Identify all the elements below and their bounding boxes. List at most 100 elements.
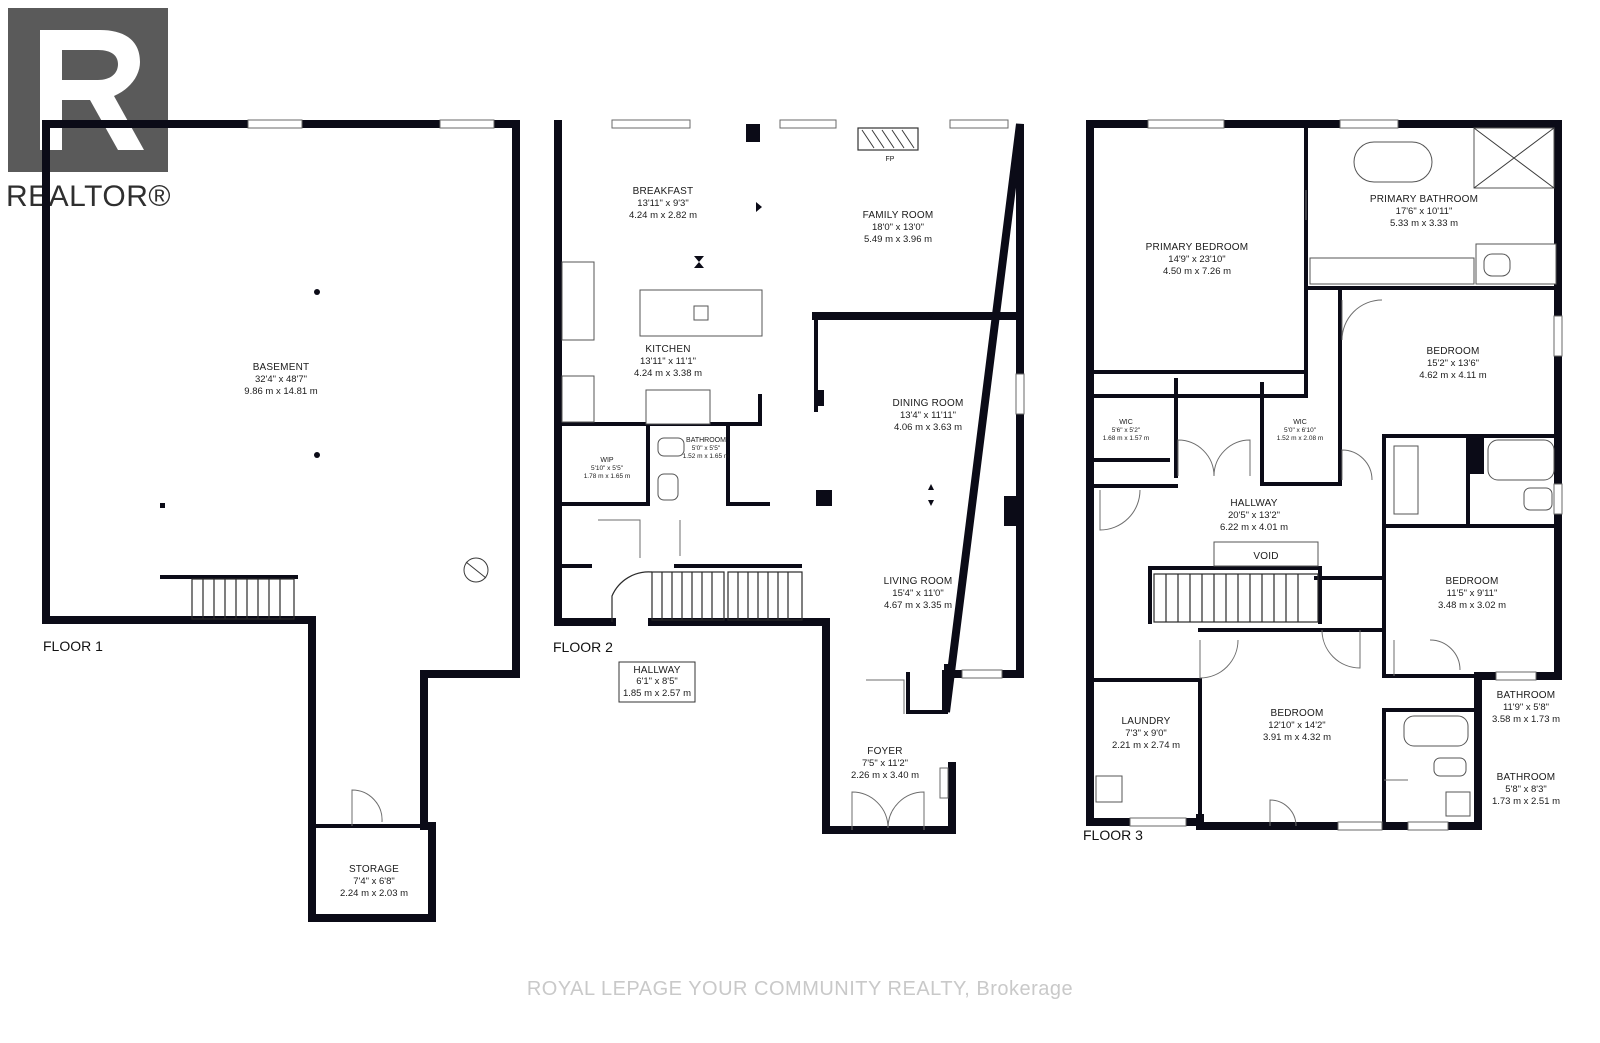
realtor-logo: REALTOR®: [6, 8, 171, 213]
svg-text:FAMILY ROOM: FAMILY ROOM: [863, 210, 934, 221]
svg-text:5'0" x 6'10": 5'0" x 6'10": [1284, 427, 1317, 434]
svg-text:4.67 m x 3.35 m: 4.67 m x 3.35 m: [884, 600, 952, 611]
svg-text:BASEMENT: BASEMENT: [253, 362, 310, 373]
svg-text:15'4" x 11'0": 15'4" x 11'0": [892, 588, 943, 599]
floor-1-plan: BASEMENT 32'4" x 48'7" 9.86 m x 14.81 m …: [42, 119, 520, 922]
svg-text:BEDROOM: BEDROOM: [1426, 346, 1479, 357]
svg-text:1.85 m x 2.57 m: 1.85 m x 2.57 m: [623, 688, 691, 699]
upper-stairs-and-void: VOID: [1148, 541, 1322, 624]
svg-text:FOYER: FOYER: [867, 746, 902, 757]
room-wic-1: WIC 5'6" x 5'2" 1.68 m x 1.57 m: [1103, 419, 1150, 442]
room-bathroom-a: BATHROOM 11'9" x 5'8" 3.58 m x 1.73 m: [1492, 690, 1560, 725]
room-kitchen: KITCHEN 13'11" x 11'1" 4.24 m x 3.38 m: [634, 344, 702, 379]
svg-text:14'9" x 23'10": 14'9" x 23'10": [1168, 254, 1225, 265]
svg-text:11'5" x 9'11": 11'5" x 9'11": [1447, 588, 1498, 599]
svg-text:15'2" x 13'6": 15'2" x 13'6": [1427, 358, 1479, 369]
svg-text:STORAGE: STORAGE: [349, 864, 399, 875]
svg-text:LIVING ROOM: LIVING ROOM: [884, 576, 953, 587]
svg-text:4.24 m x 3.38 m: 4.24 m x 3.38 m: [634, 368, 702, 379]
room-basement: BASEMENT 32'4" x 48'7" 9.86 m x 14.81 m: [244, 362, 317, 397]
svg-text:5'10" x 5'5": 5'10" x 5'5": [591, 465, 624, 472]
floor-3-label: FLOOR 3: [1083, 827, 1143, 843]
svg-text:1.73 m x 2.51 m: 1.73 m x 2.51 m: [1492, 796, 1560, 807]
svg-text:5.49 m x 3.96 m: 5.49 m x 3.96 m: [864, 234, 932, 245]
svg-text:5'8" x 8'3": 5'8" x 8'3": [1505, 784, 1547, 795]
svg-text:PRIMARY BATHROOM: PRIMARY BATHROOM: [1370, 194, 1478, 205]
room-hallway-floor-3: HALLWAY 20'5" x 13'2" 6.22 m x 4.01 m: [1220, 498, 1288, 533]
svg-text:32'4" x 48'7": 32'4" x 48'7": [255, 374, 307, 385]
room-wip: WIP 5'10" x 5'5" 1.78 m x 1.65 m: [584, 457, 631, 480]
fireplace-label: FP: [886, 156, 895, 163]
svg-text:WIC: WIC: [1119, 419, 1133, 426]
room-bathroom-floor-2: BATHROOM 5'0" x 5'5" 1.52 m x 1.65 m: [683, 437, 730, 460]
svg-text:12'10" x 14'2": 12'10" x 14'2": [1268, 720, 1325, 731]
svg-text:7'3" x 9'0": 7'3" x 9'0": [1125, 728, 1167, 739]
svg-text:6.22 m x 4.01 m: 6.22 m x 4.01 m: [1220, 522, 1288, 533]
svg-text:1.78 m x 1.65 m: 1.78 m x 1.65 m: [584, 473, 631, 480]
svg-text:2.26 m x 3.40 m: 2.26 m x 3.40 m: [851, 770, 919, 781]
svg-text:13'4" x 11'11": 13'4" x 11'11": [900, 410, 956, 421]
svg-text:WIP: WIP: [600, 457, 614, 464]
brokerage-watermark: ROYAL LEPAGE YOUR COMMUNITY REALTY, Brok…: [527, 978, 1073, 1000]
svg-text:DINING ROOM: DINING ROOM: [892, 398, 963, 409]
svg-text:5'0" x 5'5": 5'0" x 5'5": [692, 445, 721, 452]
svg-text:KITCHEN: KITCHEN: [645, 344, 690, 355]
svg-text:1.68 m x 1.57 m: 1.68 m x 1.57 m: [1103, 435, 1150, 442]
room-primary-bathroom: PRIMARY BATHROOM 17'6" x 10'11" 5.33 m x…: [1370, 194, 1478, 229]
room-wic-2: WIC 5'0" x 6'10" 1.52 m x 2.08 m: [1277, 419, 1324, 442]
svg-text:1.52 m x 1.65 m: 1.52 m x 1.65 m: [683, 453, 730, 460]
svg-text:4.50 m x 7.26 m: 4.50 m x 7.26 m: [1163, 266, 1231, 277]
room-bathroom-b: BATHROOM 5'8" x 8'3" 1.73 m x 2.51 m: [1492, 772, 1560, 807]
room-living-room: LIVING ROOM 15'4" x 11'0" 4.67 m x 3.35 …: [884, 576, 953, 611]
room-breakfast: BREAKFAST 13'11" x 9'3" 4.24 m x 2.82 m: [629, 186, 697, 221]
svg-text:BATHROOM: BATHROOM: [1497, 690, 1556, 701]
svg-text:6'1" x 8'5": 6'1" x 8'5": [636, 676, 678, 687]
floor-2-plan: FP BREAKFAST: [553, 119, 1025, 834]
svg-text:7'5" x 11'2": 7'5" x 11'2": [862, 758, 908, 769]
void-label: VOID: [1253, 551, 1278, 562]
floor-2-label: FLOOR 2: [553, 639, 613, 655]
room-dining-room: DINING ROOM 13'4" x 11'11" 4.06 m x 3.63…: [892, 398, 963, 433]
room-laundry: LAUNDRY 7'3" x 9'0" 2.21 m x 2.74 m: [1112, 716, 1180, 751]
svg-text:3.91 m x 4.32 m: 3.91 m x 4.32 m: [1263, 732, 1331, 743]
svg-text:11'9" x 5'8": 11'9" x 5'8": [1503, 702, 1549, 713]
room-foyer: FOYER 7'5" x 11'2" 2.26 m x 3.40 m: [851, 746, 919, 781]
svg-text:4.24 m x 2.82 m: 4.24 m x 2.82 m: [629, 210, 697, 221]
svg-text:5'6" x 5'2": 5'6" x 5'2": [1112, 427, 1141, 434]
svg-text:LAUNDRY: LAUNDRY: [1121, 716, 1170, 727]
svg-text:1.52 m x 2.08 m: 1.52 m x 2.08 m: [1277, 435, 1324, 442]
svg-text:5.33 m x 3.33 m: 5.33 m x 3.33 m: [1390, 218, 1458, 229]
svg-text:2.24 m x 2.03 m: 2.24 m x 2.03 m: [340, 888, 408, 899]
svg-text:BEDROOM: BEDROOM: [1445, 576, 1498, 587]
svg-text:4.62 m x 4.11 m: 4.62 m x 4.11 m: [1419, 370, 1486, 381]
room-bedroom-2: BEDROOM 15'2" x 13'6" 4.62 m x 4.11 m: [1419, 346, 1486, 381]
svg-text:17'6" x 10'11": 17'6" x 10'11": [1396, 206, 1453, 217]
main-stairs: [611, 571, 803, 622]
room-storage: STORAGE 7'4" x 6'8" 2.24 m x 2.03 m: [340, 864, 408, 899]
svg-text:HALLWAY: HALLWAY: [633, 665, 680, 676]
svg-text:BATHROOM: BATHROOM: [686, 437, 726, 444]
room-bedroom-3: BEDROOM 11'5" x 9'11" 3.48 m x 3.02 m: [1438, 576, 1506, 611]
svg-text:18'0" x 13'0": 18'0" x 13'0": [872, 222, 924, 233]
room-family-room: FAMILY ROOM 18'0" x 13'0" 5.49 m x 3.96 …: [863, 210, 934, 245]
basement-stairs: [160, 575, 298, 620]
floor-1-label: FLOOR 1: [43, 638, 103, 654]
svg-text:2.21 m x 2.74 m: 2.21 m x 2.74 m: [1112, 740, 1180, 751]
svg-text:WIC: WIC: [1293, 419, 1307, 426]
svg-text:9.86 m x 14.81 m: 9.86 m x 14.81 m: [244, 386, 317, 397]
svg-text:7'4" x 6'8": 7'4" x 6'8": [353, 876, 395, 887]
svg-text:BATHROOM: BATHROOM: [1497, 772, 1556, 783]
svg-text:13'11" x 9'3": 13'11" x 9'3": [637, 198, 688, 209]
svg-text:20'5" x 13'2": 20'5" x 13'2": [1228, 510, 1280, 521]
svg-text:HALLWAY: HALLWAY: [1230, 498, 1277, 509]
svg-text:PRIMARY BEDROOM: PRIMARY BEDROOM: [1146, 242, 1249, 253]
realtor-logo-text: REALTOR®: [6, 180, 171, 213]
svg-text:BEDROOM: BEDROOM: [1270, 708, 1323, 719]
svg-text:3.58 m x 1.73 m: 3.58 m x 1.73 m: [1492, 714, 1560, 725]
room-hallway-floor-2: HALLWAY 6'1" x 8'5" 1.85 m x 2.57 m: [618, 661, 696, 703]
floor-3-plan: VOID PRIMARY BEDROOM 14'9" x 23'10" 4.50…: [1083, 119, 1563, 843]
svg-text:4.06 m x 3.63 m: 4.06 m x 3.63 m: [894, 422, 962, 433]
room-bedroom-4: BEDROOM 12'10" x 14'2" 3.91 m x 4.32 m: [1263, 708, 1331, 743]
